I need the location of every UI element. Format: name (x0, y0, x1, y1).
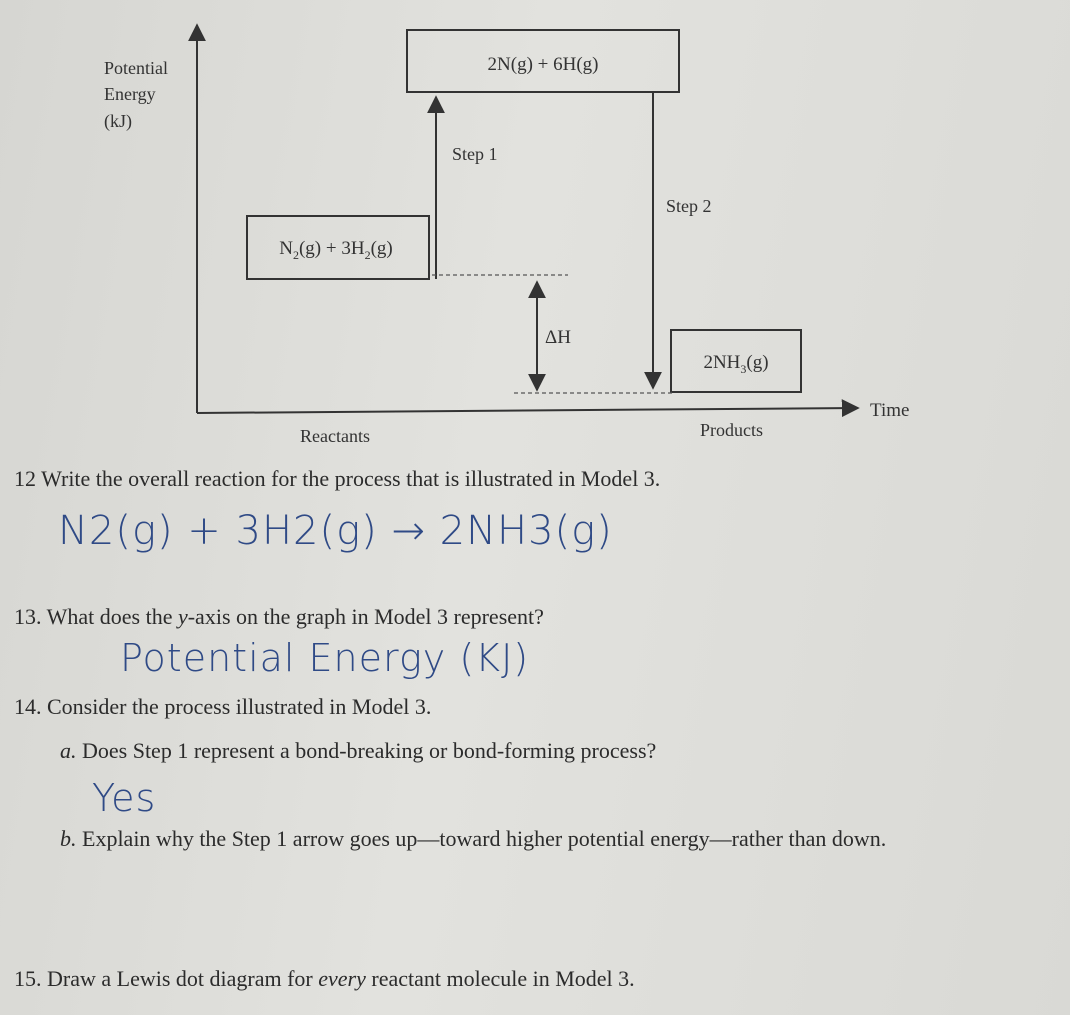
reactant-box (246, 215, 430, 280)
step1-label: Step 1 (452, 144, 498, 164)
product-box-label: 2NH3(g) (703, 352, 768, 376)
delta-h-label: ΔH (545, 327, 571, 348)
question-15-number: 15. (14, 966, 42, 991)
reactants-label: Reactants (300, 426, 370, 446)
question-12: 12 Write the overall reaction for the pr… (14, 466, 661, 491)
answer-12-handwritten: N2(g) + 3H2(g) → 2NH3(g) (58, 508, 613, 554)
question-14b-letter: b. (60, 826, 77, 851)
question-14a-text: Does Step 1 represent a bond-breaking or… (82, 738, 657, 763)
question-14b: b. Explain why the Step 1 arrow goes up—… (60, 826, 886, 852)
answer-13-handwritten: Potential Energy (KJ) (120, 636, 530, 680)
question-15-text: Draw a Lewis dot diagram for every react… (47, 966, 635, 991)
answer-14a-handwritten: Yes (92, 776, 157, 820)
reactant-box-label: N2(g) + 3H2(g) (279, 238, 392, 262)
y-axis-label: Potential Energy (kJ) (104, 58, 173, 132)
question-13: 13. What does the y-axis on the graph in… (14, 604, 544, 630)
top-box-label: 2N(g) + 6H(g) (488, 54, 599, 75)
question-14a-letter: a. (60, 738, 77, 763)
step2-label: Step 2 (666, 196, 712, 216)
x-axis-label: Time (870, 400, 909, 421)
question-13-number: 13. (14, 604, 42, 629)
question-13-text: What does the y-axis on the graph in Mod… (46, 604, 544, 629)
question-14b-text: Explain why the Step 1 arrow goes up—tow… (82, 826, 887, 851)
question-14a: a. Does Step 1 represent a bond-breaking… (60, 738, 656, 764)
x-axis (196, 399, 860, 418)
products-label: Products (700, 420, 763, 440)
energy-diagram: Potential Energy (kJ) 2N(g) + 6H(g) N2(g… (104, 23, 909, 446)
question-15: 15. Draw a Lewis dot diagram for every r… (14, 966, 635, 992)
product-box (670, 329, 802, 393)
question-14: 14. Consider the process illustrated in … (14, 694, 432, 719)
top-energy-box (406, 29, 680, 93)
